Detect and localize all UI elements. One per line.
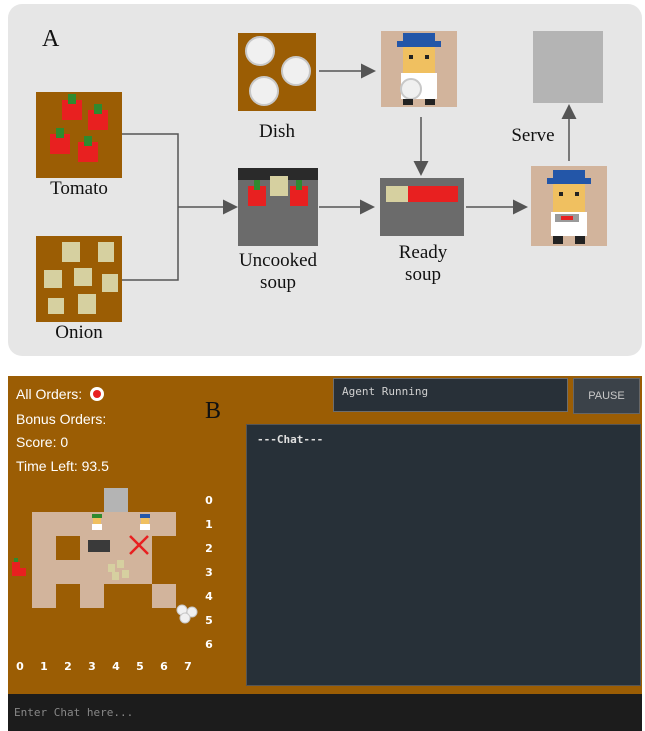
- ready-soup-caption: Ready soup: [378, 242, 468, 286]
- agent-status-display: Agent Running: [333, 378, 568, 412]
- col-label-4: 4: [109, 660, 123, 673]
- onion-caption: Onion: [36, 322, 122, 344]
- panel-label-b: B: [205, 398, 221, 425]
- game-board[interactable]: [8, 484, 208, 634]
- chat-log: ---Chat---: [246, 424, 641, 686]
- serve-caption: Serve: [503, 125, 563, 147]
- pot-station: [88, 540, 110, 552]
- col-label-1: 1: [37, 660, 51, 673]
- row-label-2: 2: [202, 542, 216, 555]
- chef-agent-2: [140, 514, 150, 530]
- overview-diagram-panel: A Dish: [8, 4, 642, 356]
- chef-agent-1: [92, 514, 102, 530]
- tomato-tile: [36, 92, 122, 178]
- col-label-3: 3: [85, 660, 99, 673]
- dish-tile: [238, 33, 316, 111]
- row-label-3: 3: [202, 566, 216, 579]
- time-left-label: Time Left: 93.5: [16, 458, 109, 474]
- col-label-2: 2: [61, 660, 75, 673]
- tomato-dispenser: [12, 558, 26, 576]
- row-label-5: 5: [202, 614, 216, 627]
- col-label-0: 0: [13, 660, 27, 673]
- uncooked-soup-caption: Uncooked soup: [223, 250, 333, 294]
- dish-caption: Dish: [238, 121, 316, 143]
- row-label-4: 4: [202, 590, 216, 603]
- dish-dispenser: [177, 605, 197, 623]
- bonus-orders-label: Bonus Orders:: [16, 411, 106, 427]
- row-label-0: 0: [202, 494, 216, 507]
- pause-button[interactable]: PAUSE: [573, 378, 640, 414]
- all-orders-label: All Orders:: [16, 386, 105, 402]
- col-label-7: 7: [181, 660, 195, 673]
- onion-tile: [36, 236, 122, 322]
- tomato-caption: Tomato: [36, 178, 122, 200]
- score-label: Score: 0: [16, 434, 68, 450]
- row-label-1: 1: [202, 518, 216, 531]
- game-interface-panel: All Orders: Bonus Orders: Score: 0 Time …: [8, 376, 642, 731]
- serve-station: [104, 488, 128, 512]
- serve-target-tile: [533, 31, 603, 103]
- uncooked-soup-tile: [238, 168, 318, 246]
- col-label-6: 6: [157, 660, 171, 673]
- all-orders-text: All Orders:: [16, 386, 82, 402]
- chef-with-soup-tile: [531, 166, 607, 246]
- ready-soup-tile: [380, 178, 464, 236]
- soup-order-icon: [89, 386, 105, 402]
- chat-input[interactable]: [8, 694, 642, 731]
- chat-header: ---Chat---: [257, 433, 630, 446]
- row-label-6: 6: [202, 638, 216, 651]
- chef-with-dish-tile: [381, 31, 457, 107]
- col-label-5: 5: [133, 660, 147, 673]
